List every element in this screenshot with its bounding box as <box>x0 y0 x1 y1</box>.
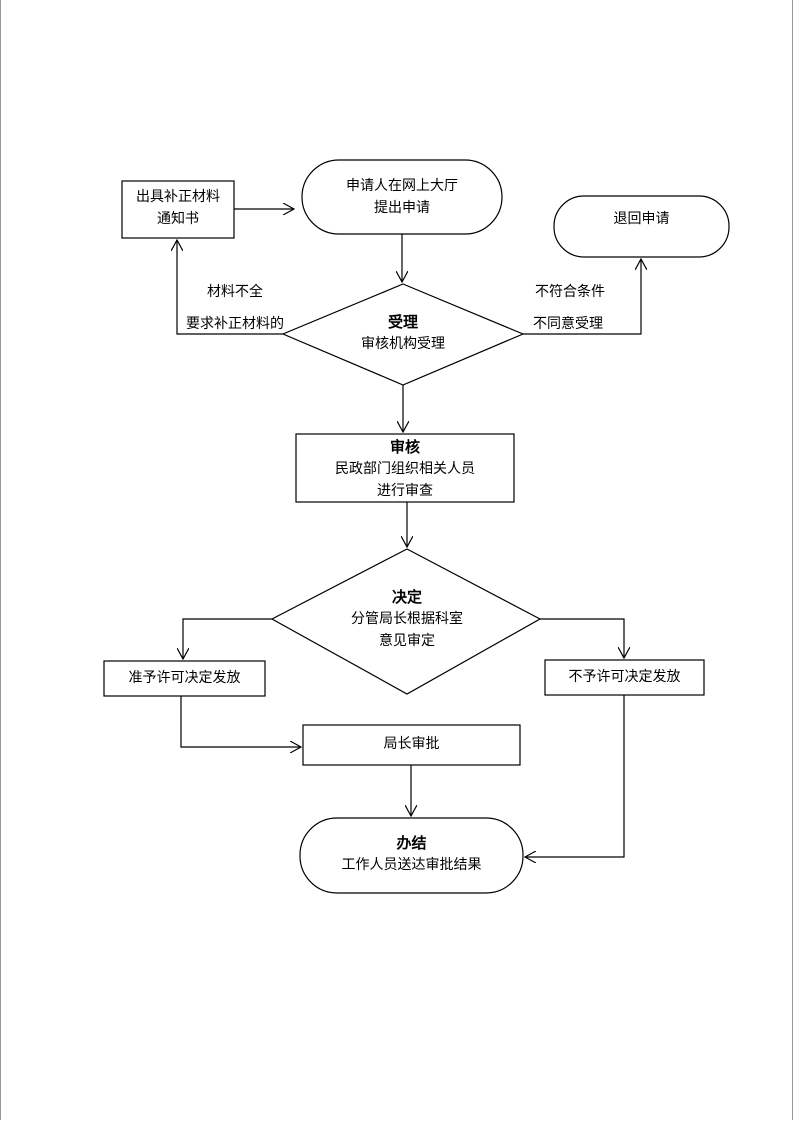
notice-line2: 通知书 <box>157 211 199 227</box>
review-box <box>295 433 515 503</box>
director-line1: 局长审批 <box>383 736 440 752</box>
apply-line1: 申请人在网上大厅 <box>346 178 458 194</box>
approve-issue-label: 准予许可决定发放 <box>104 667 265 689</box>
arrow-decide-to-approve <box>183 618 272 659</box>
review-line2: 进行审查 <box>377 483 433 499</box>
notice-line1: 出具补正材料 <box>136 189 220 205</box>
review-label: 审核 民政部门组织相关人员 进行审查 <box>296 436 514 502</box>
accept-line1: 审核机构受理 <box>361 336 445 352</box>
decide-diamond <box>270 548 542 695</box>
notice-box <box>121 180 235 239</box>
decide-title: 决定 <box>391 588 422 606</box>
finish-label: 办结 工作人员送达审批结果 <box>300 832 523 876</box>
reject-line1: 退回申请 <box>613 211 670 227</box>
edge-label-incomplete-bottom: 要求补正材料的 <box>186 316 284 332</box>
decide-label: 决定 分管局长根据科室 意见审定 <box>317 586 497 652</box>
apply-label: 申请人在网上大厅 提出申请 <box>302 175 502 219</box>
notice-label: 出具补正材料 通知书 <box>122 186 234 230</box>
deny-issue-label: 不予许可决定发放 <box>545 666 704 688</box>
edge-label-incomplete-top: 材料不全 <box>207 284 263 300</box>
edge-label-nonconform-bottom: 不同意受理 <box>533 316 603 332</box>
arrow-deny-to-finish <box>525 695 625 857</box>
deny-issue-box <box>544 659 705 696</box>
arrow-accept-to-reject <box>523 259 641 335</box>
review-title: 审核 <box>389 438 420 456</box>
reject-terminal <box>553 195 730 258</box>
edge-label-nonconform-top: 不符合条件 <box>535 284 605 300</box>
finish-title: 办结 <box>396 834 427 852</box>
arrow-accept-to-notice <box>177 240 283 335</box>
approve-issue-line1: 准予许可决定发放 <box>128 670 241 686</box>
director-box <box>302 724 521 766</box>
approve-issue-box <box>103 660 266 697</box>
arrow-decide-to-deny <box>540 618 624 658</box>
deny-issue-line1: 不予许可决定发放 <box>568 669 681 685</box>
finish-line1: 工作人员送达审批结果 <box>341 857 482 873</box>
accept-label: 受理 审核机构受理 <box>323 311 483 355</box>
reject-label: 退回申请 <box>554 208 729 230</box>
apply-line2: 提出申请 <box>374 200 430 216</box>
decide-line1: 分管局长根据科室 <box>351 611 463 627</box>
review-line1: 民政部门组织相关人员 <box>335 461 475 477</box>
arrow-approve-to-director <box>180 696 301 747</box>
finish-terminal <box>299 817 524 894</box>
accept-title: 受理 <box>387 313 418 331</box>
director-label: 局长审批 <box>303 733 520 755</box>
decide-line2: 意见审定 <box>379 633 435 649</box>
